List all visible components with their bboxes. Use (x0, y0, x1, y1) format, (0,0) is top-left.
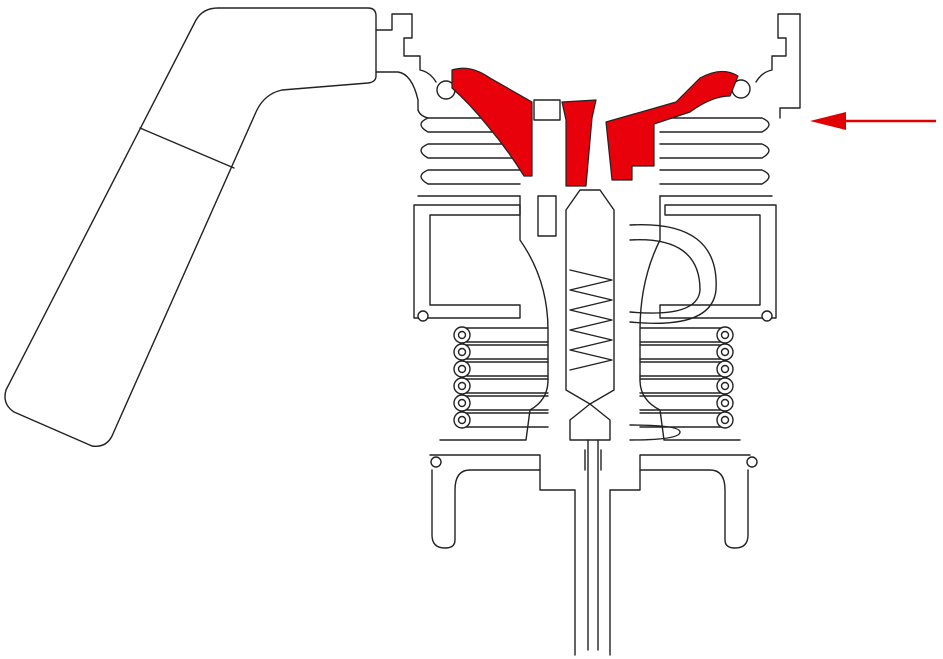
coil-tube (639, 378, 726, 394)
coil-tube (461, 327, 549, 343)
upper-housing (375, 13, 801, 119)
coil-turn-bore (720, 381, 730, 391)
coil-tube (461, 361, 549, 377)
coil-turn-bore (457, 347, 467, 357)
heating-coil-left (453, 326, 549, 429)
highlighted-seal-parts (451, 67, 739, 187)
coil-turn-bore (457, 364, 467, 374)
coil-turn-bore (457, 415, 467, 425)
coil-tube (639, 327, 726, 343)
handle-grip-line (139, 127, 235, 169)
highlight-part-center (561, 99, 597, 187)
coil-tube (461, 412, 549, 428)
coil-turn-bore (720, 330, 730, 340)
cooling-fins (417, 109, 773, 197)
highlight-part-left (451, 67, 533, 177)
coil-turn-bore (457, 398, 467, 408)
valve-body (439, 99, 741, 441)
heating-coil-right (639, 326, 734, 429)
piston (565, 189, 615, 405)
coil-tube (639, 412, 726, 428)
bypass-tube (629, 223, 717, 441)
coil-tube (639, 344, 726, 360)
coil-tube (639, 361, 726, 377)
coil-turn-bore (720, 415, 730, 425)
coil-tube (639, 395, 726, 411)
coil-turn-bore (720, 364, 730, 374)
handle (4, 7, 377, 447)
coil-turn-bore (720, 398, 730, 408)
coil-turn-bore (457, 381, 467, 391)
coil-turn-bore (457, 330, 467, 340)
highlight-part-right (605, 70, 739, 181)
screw (537, 195, 557, 237)
coil-tube (461, 395, 549, 411)
spring (569, 269, 613, 371)
coil-tube (461, 344, 549, 360)
lower-base (429, 439, 758, 656)
coil-tube (461, 378, 549, 394)
coil-turn-bore (720, 347, 730, 357)
indicator-arrow (810, 112, 936, 130)
